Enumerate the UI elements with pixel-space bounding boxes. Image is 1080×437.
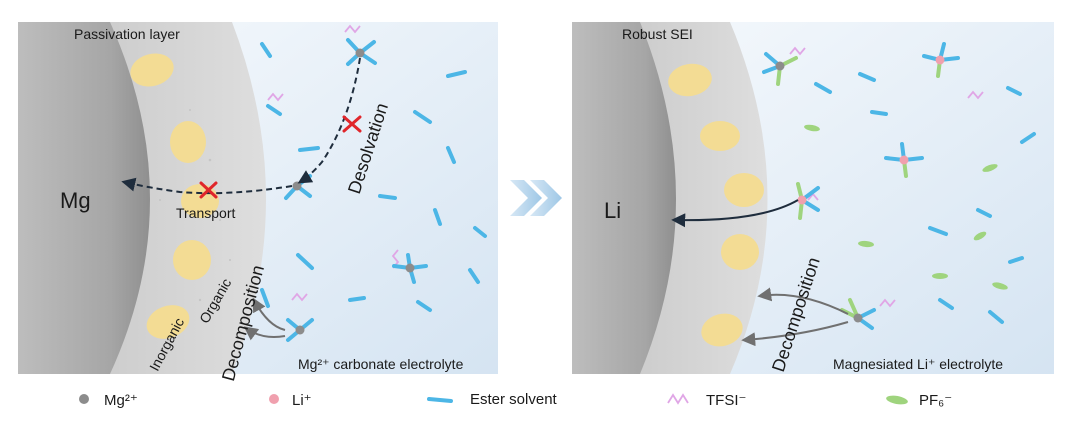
legend-li-label: Li⁺ xyxy=(292,392,312,409)
mg-ion xyxy=(405,263,415,273)
grain xyxy=(701,313,743,347)
legend-tfsi-label: TFSI⁻ xyxy=(706,392,747,409)
mg-solvation-cluster xyxy=(392,253,428,284)
blocked-cross-icon xyxy=(342,115,362,133)
robust-sei-label: Robust SEI xyxy=(622,26,693,42)
ester-solvent-molecules xyxy=(814,72,1036,324)
grain xyxy=(170,121,206,163)
mg-solvation-cluster xyxy=(840,298,876,330)
li-ion xyxy=(899,155,909,165)
mg-ion-dot-icon xyxy=(79,394,89,404)
li-ion xyxy=(935,55,945,65)
legend-ester-label: Ester solvent xyxy=(470,391,557,408)
right-panel xyxy=(572,22,1054,374)
li-transport-arrow xyxy=(671,199,799,228)
li-ion-dot-icon xyxy=(269,394,279,404)
tfsi-anion-icon xyxy=(667,393,689,405)
li-solvation-cluster xyxy=(922,42,960,78)
li-metal xyxy=(572,22,676,374)
grain xyxy=(724,173,764,207)
grain xyxy=(173,240,211,280)
left-electrolyte-species xyxy=(260,24,487,342)
passivation-layer-label: Passivation layer xyxy=(74,26,180,42)
legend-mg-label: Mg²⁺ xyxy=(104,392,138,409)
grain xyxy=(146,305,190,339)
decomposition-arrow xyxy=(757,287,849,315)
ester-solvent-icon xyxy=(427,397,453,403)
pf6-anions xyxy=(804,124,1008,290)
mg-ion xyxy=(295,325,305,335)
transition-chevron-icon xyxy=(510,180,562,216)
right-electrolyte-species xyxy=(762,42,1036,330)
layer-grains xyxy=(130,53,219,339)
left-electrolyte-label: Mg²⁺ carbonate electrolyte xyxy=(298,356,464,372)
transport-label: Transport xyxy=(176,205,236,221)
legend xyxy=(79,393,908,405)
li-solvation-cluster xyxy=(796,182,820,220)
legend-pf6-label: PF₆⁻ xyxy=(919,392,953,409)
decomposition-arrow-inorganic xyxy=(243,326,286,341)
mg-ion xyxy=(775,61,785,71)
decomposition-arrow-organic xyxy=(252,297,286,331)
grain xyxy=(700,121,740,151)
left-panel xyxy=(18,22,498,374)
mg-solvation-cluster xyxy=(762,52,798,86)
mg-ion xyxy=(853,313,863,323)
mg-ion xyxy=(292,181,302,191)
li-ion xyxy=(797,195,807,205)
mg-solvation-cluster xyxy=(286,318,314,342)
li-metal-label: Li xyxy=(604,198,622,223)
mg-ion xyxy=(355,48,365,58)
pf6-anion-icon xyxy=(886,395,908,405)
mg-metal-label: Mg xyxy=(60,188,91,213)
grain xyxy=(721,234,759,270)
mg-metal xyxy=(18,22,150,374)
desolvation-path xyxy=(297,57,361,184)
grain xyxy=(130,53,174,87)
li-solvation-cluster xyxy=(884,142,924,178)
blocked-cross-icon xyxy=(199,181,218,199)
ester-solvent-molecules xyxy=(260,42,487,312)
transport-path xyxy=(121,177,293,195)
decomposition-arrow xyxy=(741,321,849,347)
grain xyxy=(668,63,712,97)
mg-solvation-cluster xyxy=(346,38,377,66)
sei-grains xyxy=(668,63,764,347)
right-electrolyte-label: Magnesiated Li⁺ electrolyte xyxy=(833,356,1004,372)
